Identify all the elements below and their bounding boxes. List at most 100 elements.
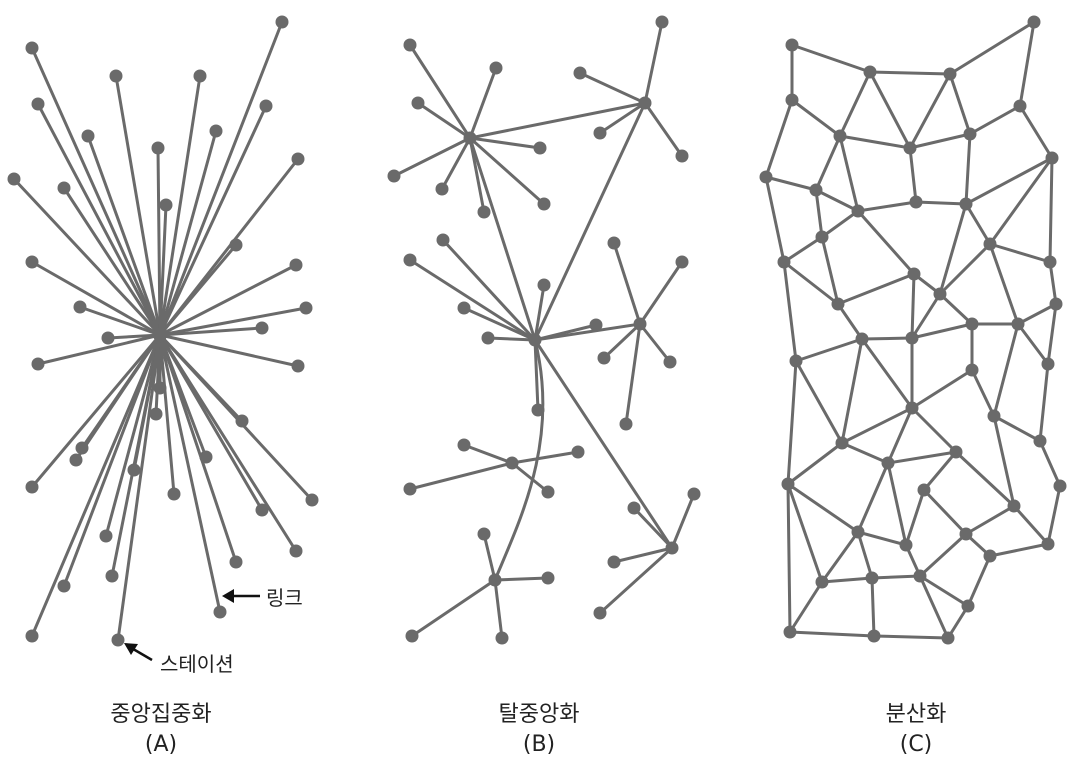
station [1045,151,1059,165]
station [255,503,269,517]
link [1016,322,1050,366]
station [235,414,249,428]
link [440,136,472,191]
link [441,238,537,342]
station [593,606,607,620]
link [820,530,860,584]
link [468,136,542,150]
link [74,333,162,462]
link [868,70,952,76]
station [1041,357,1055,371]
link [1018,104,1054,160]
station [25,255,39,269]
link [1048,260,1058,306]
station [987,409,1001,423]
station [167,487,181,501]
station [865,571,879,585]
link [30,333,162,489]
station [597,351,611,365]
link [964,156,1054,206]
station [913,569,927,583]
station [863,65,877,79]
link [838,70,872,138]
station [785,38,799,52]
link [918,574,950,640]
link [1018,20,1036,108]
link [62,333,162,588]
station [907,267,921,281]
link [786,441,844,486]
link [910,292,942,340]
link [462,306,537,342]
link [856,461,890,534]
station [199,450,213,464]
station [436,233,450,247]
link [482,532,497,582]
station [655,15,669,29]
station [149,407,163,421]
link [602,322,642,360]
hub-station [638,96,652,110]
link [158,306,308,337]
station [867,629,881,643]
link [820,235,840,306]
link [914,200,968,206]
link [910,406,958,454]
station [961,599,975,613]
hub-station [488,573,502,587]
link [62,186,162,337]
station [405,629,419,643]
station [781,477,795,491]
link [30,46,162,337]
link [788,580,824,634]
link [158,333,300,368]
station [151,141,165,155]
link [493,578,504,640]
link [156,146,162,337]
annotation-arrows [124,589,260,662]
link [1038,439,1062,488]
hub-station [528,333,542,347]
station [435,182,449,196]
link [764,98,794,179]
link [870,574,922,580]
link [578,71,647,105]
station [25,41,39,55]
station [291,152,305,166]
link [158,333,238,564]
station [457,438,471,452]
link [964,202,992,246]
link [790,43,872,74]
link [814,188,860,213]
link [158,333,222,614]
station [457,301,471,315]
link [860,337,914,410]
station [7,172,21,186]
link [820,209,860,239]
link [533,338,540,412]
station [943,67,957,81]
link [533,283,546,342]
link [992,414,1042,443]
station [933,287,947,301]
station [785,93,799,107]
station [663,355,677,369]
link [814,134,842,192]
station [965,363,979,377]
station [1027,15,1041,29]
link [886,461,908,547]
link [764,175,818,192]
station [537,278,551,292]
station [209,124,223,138]
station [675,149,689,163]
station [411,96,425,110]
station [193,69,207,83]
link [868,70,912,150]
station [815,230,829,244]
hub-link [468,136,537,342]
link [910,322,974,340]
link [790,98,842,138]
link [954,450,1016,508]
link [964,504,1016,536]
